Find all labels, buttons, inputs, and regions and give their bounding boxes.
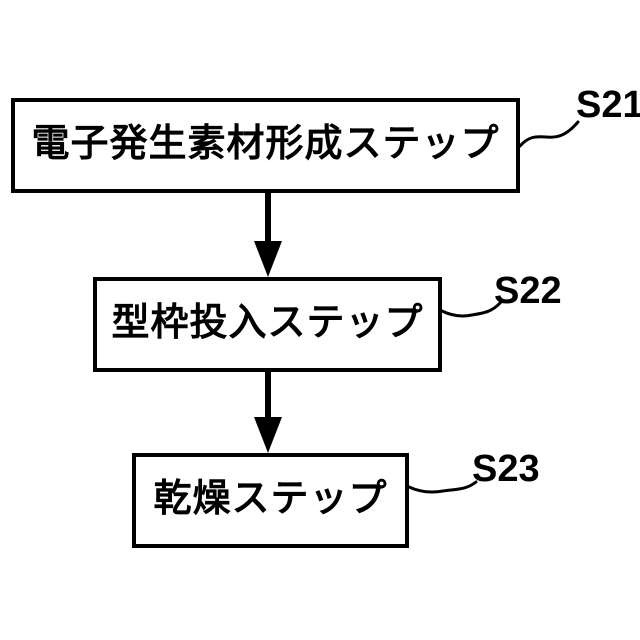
leader-line-s22 [440,300,503,318]
flow-arrow-1 [254,193,282,277]
leader-line-s23 [407,480,478,494]
step-box-s22-label: 型枠投入ステップ [111,301,424,344]
ref-label-s21: S21 [576,84,640,126]
step-box-s21-label: 電子発生素材形成ステップ [31,122,500,165]
step-box-s23: 乾燥ステップ [132,453,409,548]
ref-label-s22: S22 [494,270,562,312]
ref-label-s23: S23 [472,448,540,490]
flow-arrow-2 [254,372,282,453]
step-box-s22: 型枠投入ステップ [93,277,442,372]
step-box-s21: 電子発生素材形成ステップ [11,98,520,193]
leader-line-s21 [518,120,580,148]
step-box-s23-label: 乾燥ステップ [153,477,388,520]
